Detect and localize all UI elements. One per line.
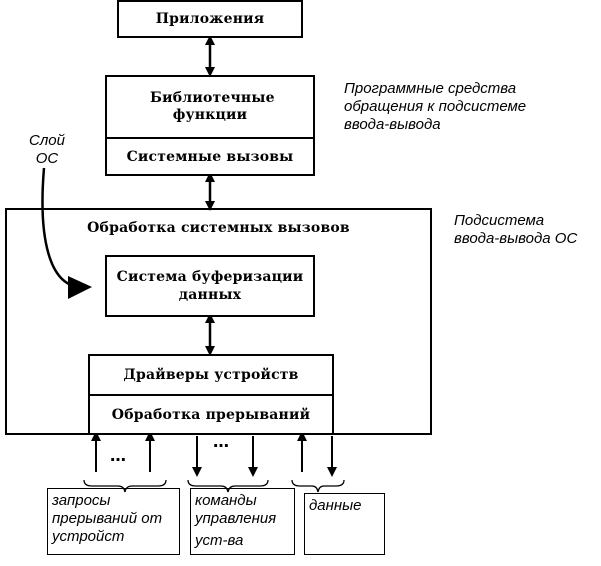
requests-ellipsis: … [110,446,126,465]
io-subsystem-line2: ввода-вывода ОС [454,230,578,247]
applications-label: Приложения [155,11,265,27]
commands-line1: команды [195,492,257,509]
software-means-line1: Программные средства [344,80,517,97]
commands-line3: уст-ва [195,532,244,549]
os-layer-line2: ОС [35,150,59,167]
requests-line2: прерываний от [52,510,163,527]
syscall-processing-label: Обработка системных вызовов [87,220,350,236]
commands-ellipsis: … [213,432,229,451]
requests-line1: запросы [52,492,111,509]
device-drivers-label: Драйверы устройств [123,367,299,383]
io-subsystem-line1: Подсистема [454,212,545,229]
interrupt-processing-label: Обработка прерываний [111,406,311,423]
requests-line3: устройст [52,528,125,545]
requests-brace [83,479,167,493]
os-layer-line1: Слой [29,132,65,149]
buffering-system-label: Система буферизации данных [116,269,304,303]
buffering-system-box: Система буферизации данных [105,255,315,317]
software-means-line3: ввода-вывода [344,116,441,133]
library-functions-label: Библиотечные функции [150,90,275,123]
data-label: данные [309,497,362,514]
commands-box: команды управления уст-ва [190,488,295,555]
os-layer-arrowhead [68,276,92,299]
os-layer-annotation: Слой ОС [22,132,72,168]
data-box: данные [304,493,385,555]
commands-brace [187,479,269,493]
library-block: Библиотечные функции Системные вызовы [105,75,315,176]
requests-box: запросы прерываний от устройст [47,488,180,555]
interrupt-processing-cell: Обработка прерываний [90,396,332,433]
software-means-annotation: Программные средства обращения к подсист… [344,80,594,134]
device-drivers-cell: Драйверы устройств [90,356,332,396]
system-calls-cell: Системные вызовы [107,139,313,174]
software-means-line2: обращения к подсистеме [344,98,527,115]
applications-box: Приложения [117,0,303,38]
library-functions-cell: Библиотечные функции [107,77,313,139]
drivers-block: Драйверы устройств Обработка прерываний [88,354,334,435]
data-brace [291,479,345,493]
system-calls-label: Системные вызовы [126,148,294,165]
io-subsystem-annotation: Подсистема ввода-вывода ОС [454,212,599,248]
commands-line2: управления [195,510,277,527]
